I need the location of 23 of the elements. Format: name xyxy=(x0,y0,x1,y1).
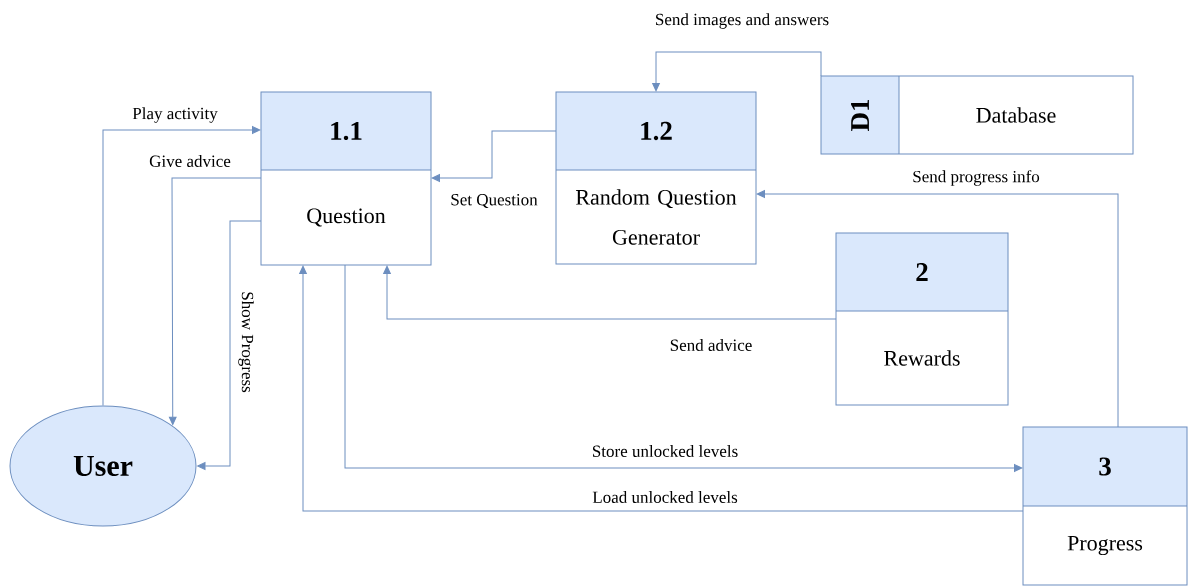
edge-label: Send advice xyxy=(668,338,754,352)
process-box: 2 Rewards xyxy=(835,232,1009,406)
arrow xyxy=(168,177,262,425)
arrow xyxy=(383,265,837,320)
edge-label: Send progress info xyxy=(911,169,1041,187)
edge-label: Set Question xyxy=(449,193,539,209)
arrow xyxy=(299,265,1024,512)
arrow xyxy=(431,130,557,182)
arrow xyxy=(344,264,1023,472)
arrow xyxy=(652,51,822,92)
edge-label: Store unlocked levels xyxy=(590,444,740,458)
edge-label: Give advice xyxy=(148,154,232,168)
edge-label: Load unlocked levels xyxy=(591,490,739,504)
process-box: 3 Progress xyxy=(1022,426,1188,586)
arrow xyxy=(197,220,262,470)
edge-label: Send images and answers xyxy=(653,12,831,30)
data-store: D1 Database xyxy=(820,75,1134,155)
process-box: 1.2 Random Question Generator xyxy=(555,91,757,265)
arrow xyxy=(102,126,261,406)
edge-label: Play activity xyxy=(131,106,219,124)
edge-label: Show Progress xyxy=(237,290,255,394)
arrow xyxy=(756,190,1119,428)
process-box: 1.1 Question xyxy=(260,91,432,266)
